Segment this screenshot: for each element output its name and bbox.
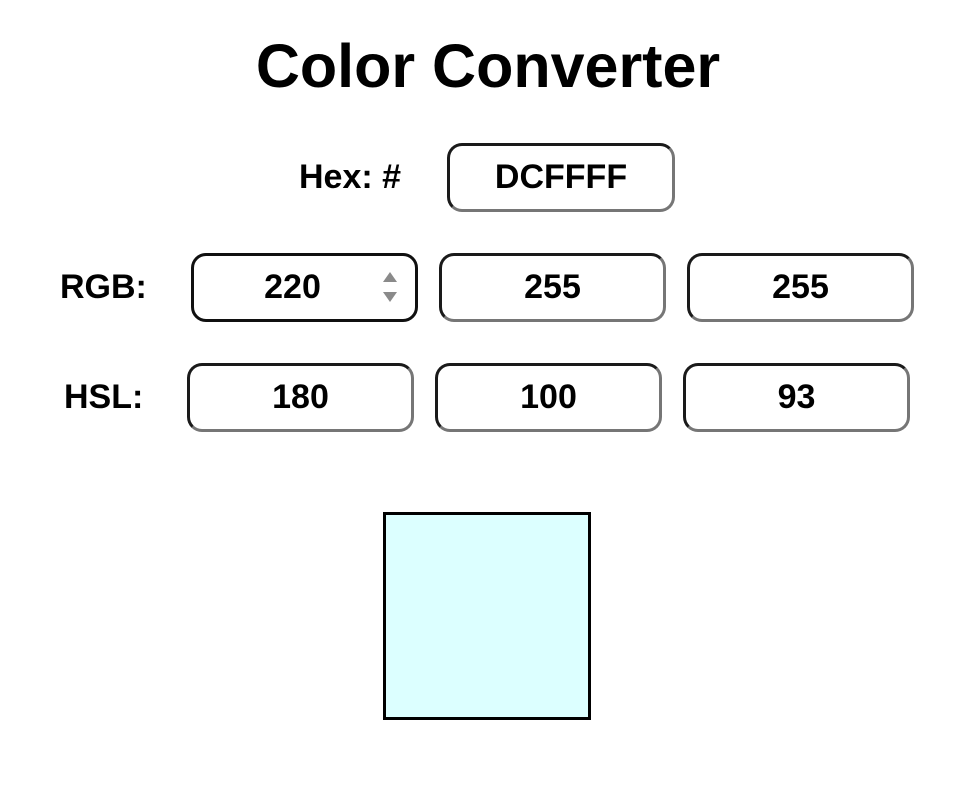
rgb-blue-input[interactable] (687, 253, 914, 322)
rgb-red-input[interactable] (191, 253, 418, 322)
spin-up-icon[interactable] (383, 272, 397, 282)
hsl-hue-input[interactable] (187, 363, 414, 432)
spin-down-icon[interactable] (383, 292, 397, 302)
hex-input[interactable] (447, 143, 675, 212)
hsl-label: HSL: (64, 378, 144, 416)
rgb-green-input[interactable] (439, 253, 666, 322)
rgb-red-spinner[interactable] (380, 270, 400, 306)
hsl-saturation-input[interactable] (435, 363, 662, 432)
color-preview-swatch (383, 512, 591, 720)
rgb-label: RGB: (60, 268, 147, 306)
hex-label: Hex: # (299, 158, 402, 196)
hsl-lightness-input[interactable] (683, 363, 910, 432)
page-title: Color Converter (255, 32, 721, 100)
